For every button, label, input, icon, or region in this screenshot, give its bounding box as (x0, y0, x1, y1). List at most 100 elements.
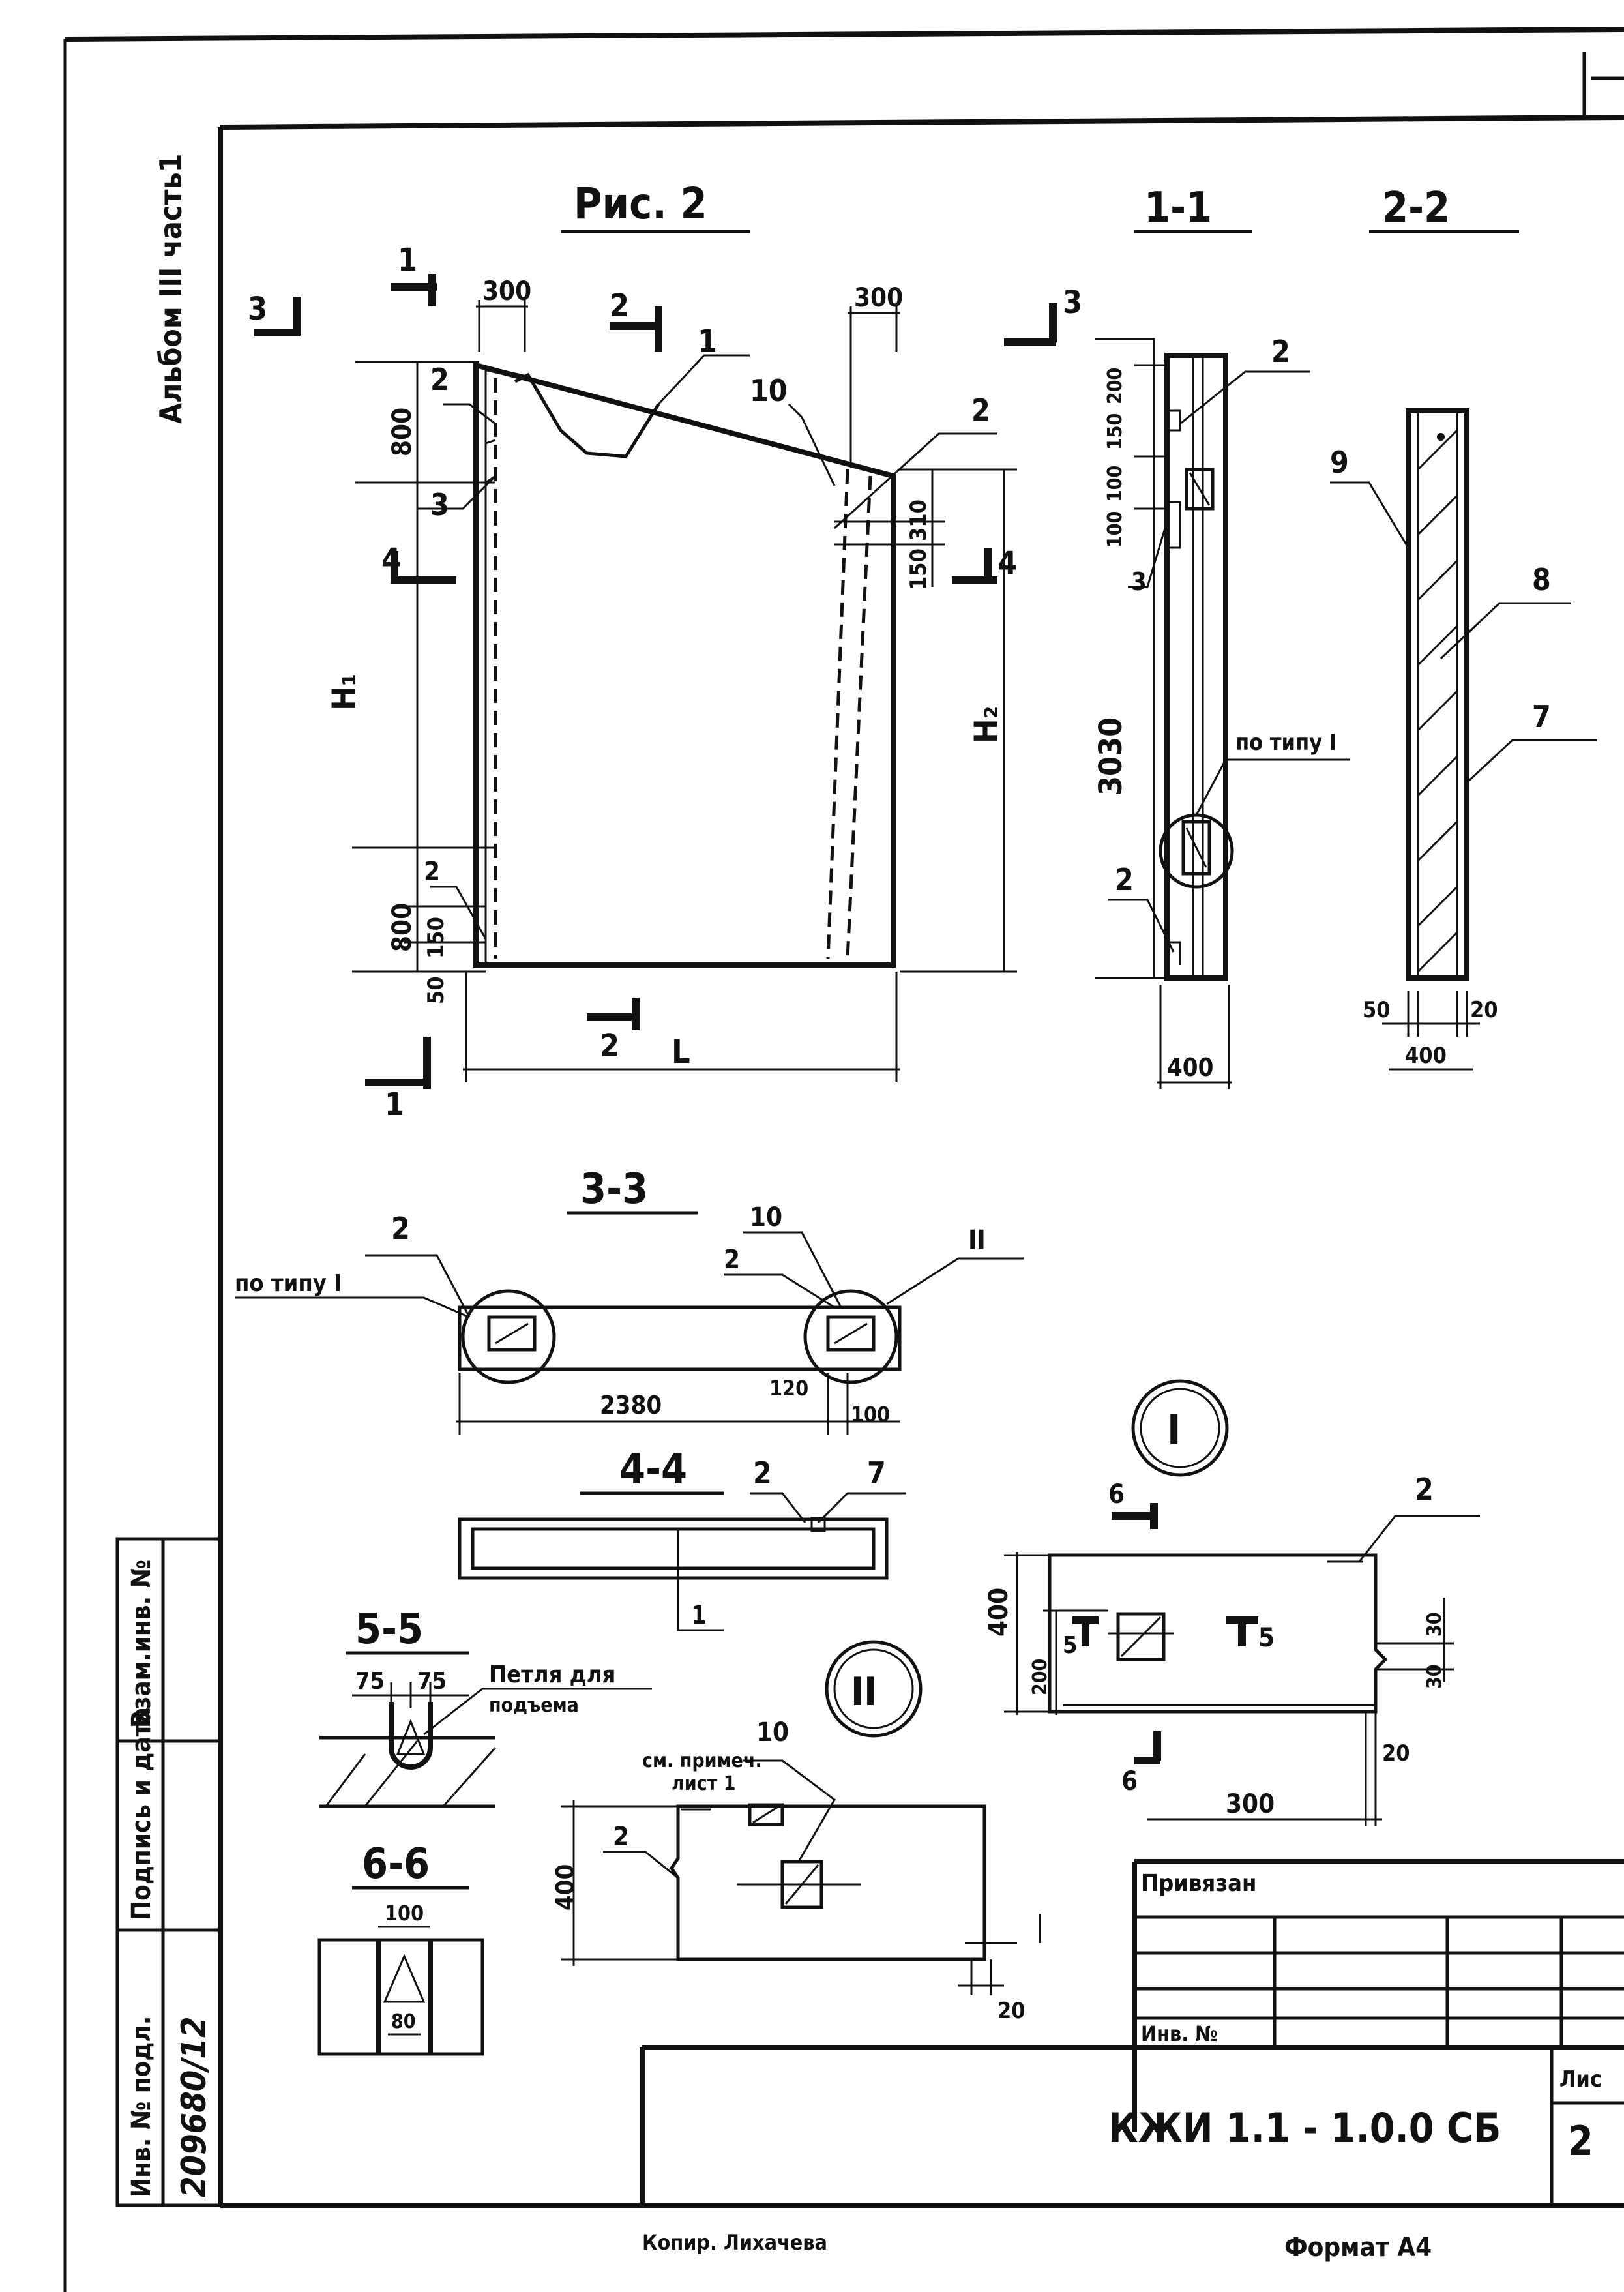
s33-note-left: по типу I (235, 1270, 342, 1297)
dim-h2: H₂ (967, 706, 1005, 743)
s55-dim-75b: 75 (417, 1668, 447, 1695)
side-stamp-col1: Инв. № подл. (126, 2016, 156, 2197)
s11-label-3: 3 (1131, 567, 1147, 596)
album-label: Альбом III часть1 (153, 154, 188, 424)
s22-dim-20: 20 (1470, 997, 1498, 1023)
section-1-1: 1-1 200 150 100 100 3030 400 2 2 3 по ти… (1093, 184, 1350, 1089)
detail-II-mark: II (851, 1669, 877, 1715)
s22-label-7: 7 (1532, 699, 1551, 734)
label-10: 10 (750, 373, 788, 408)
mark-4-left: 4 (381, 542, 401, 578)
s55-note-line2: подъема (489, 1694, 579, 1717)
detail-I-sec-6-top: 6 (1108, 1480, 1125, 1510)
s11-dim-3030: 3030 (1093, 717, 1129, 796)
section-5-5: 5-5 75 75 Петля для подъема (319, 1605, 652, 1808)
side-stamp-col2: Подпись и дата (126, 1707, 156, 1920)
detail-I-dim-30b: 30 (1423, 1664, 1446, 1689)
s55-dim-75a: 75 (355, 1668, 385, 1695)
detail-II-note-line2: лист 1 (672, 1772, 736, 1795)
title-block-sheet-no: 2 (1568, 2117, 1593, 2165)
detail-I-dim-30a: 30 (1423, 1612, 1446, 1637)
detail-I-sec-5-right: 5 (1258, 1623, 1275, 1653)
figure-title: Рис. 2 (574, 179, 707, 229)
s33-label-10: 10 (750, 1202, 782, 1232)
section-2-2: 2-2 9 8 7 50 20 400 (1330, 184, 1597, 1071)
s11-dim-100a: 100 (1104, 466, 1127, 502)
label-3: 3 (430, 487, 449, 522)
s11-label-2-top: 2 (1271, 334, 1290, 369)
label-2-bottom: 2 (424, 857, 440, 887)
dim-right-310: 310 (906, 499, 932, 541)
title-block-privyazan: Привязан (1141, 1870, 1256, 1897)
s11-dim-100b: 100 (1104, 511, 1127, 548)
section-4-4: 4-4 1 2 7 (458, 1446, 906, 1631)
detail-I-sec-5-left: 5 (1063, 1632, 1078, 1659)
s33-dim-120: 120 (769, 1376, 808, 1401)
dim-left-bottom: 800 (387, 903, 417, 952)
s11-label-2-bottom: 2 (1115, 862, 1134, 897)
detail-I-mark: I (1167, 1406, 1181, 1455)
s44-label-1: 1 (691, 1601, 707, 1630)
s33-dim-2380: 2380 (600, 1391, 662, 1420)
dim-top-left: 300 (482, 276, 531, 306)
dim-left-150: 150 (423, 917, 449, 959)
dim-left-50: 50 (423, 976, 449, 1004)
detail-I-dim-400: 400 (984, 1588, 1014, 1637)
title-block-inv: Инв. № (1141, 2021, 1218, 2046)
detail-II: II 400 20 10 см. примеч. лист 1 2 (551, 1640, 1041, 2024)
label-2-right: 2 (971, 393, 990, 428)
section-6-6-title: 6-6 (362, 1840, 430, 1888)
s22-dim-50: 50 (1363, 997, 1391, 1023)
s66-dim-100: 100 (385, 1901, 424, 1926)
detail-II-label-10: 10 (756, 1718, 789, 1748)
dim-l: L (672, 1033, 690, 1071)
s11-dim-150: 150 (1104, 413, 1127, 450)
detail-II-dim-400: 400 (551, 1864, 580, 1911)
s22-dim-400: 400 (1405, 1043, 1447, 1069)
detail-II-label-2: 2 (613, 1822, 629, 1852)
s33-note-right: II (968, 1225, 986, 1255)
detail-I-dim-20: 20 (1382, 1740, 1410, 1766)
mark-2-top: 2 (610, 288, 629, 324)
detail-II-dim-20: 20 (997, 1998, 1026, 2024)
dim-h1: H₁ (325, 674, 363, 711)
side-stamp-col3: Взам.инв. № (126, 1560, 156, 1728)
s44-label-2: 2 (753, 1455, 772, 1491)
section-4-4-title: 4-4 (619, 1446, 687, 1494)
mark-3-left: 3 (248, 291, 267, 327)
detail-I-label-2: 2 (1415, 1472, 1434, 1507)
s33-label-2-left: 2 (391, 1211, 410, 1246)
section-5-5-title: 5-5 (355, 1605, 423, 1654)
s33-label-2-mid: 2 (724, 1245, 740, 1275)
detail-II-note-line1: см. примеч. (642, 1749, 762, 1772)
section-3-3: 3-3 2380 120 100 2 по типу I 2 10 II (235, 1165, 1024, 1435)
label-1: 1 (698, 323, 717, 360)
s11-dim-200: 200 (1104, 368, 1127, 404)
section-1-1-title: 1-1 (1144, 184, 1212, 232)
footer-format: Формат А4 (1284, 2233, 1432, 2263)
mark-2-bottom: 2 (600, 1028, 619, 1064)
s33-dim-100: 100 (851, 1402, 890, 1427)
dim-left-top: 800 (387, 408, 417, 456)
mark-3-right: 3 (1063, 284, 1082, 321)
s55-note-line1: Петля для (489, 1661, 615, 1688)
label-2-top: 2 (430, 362, 449, 397)
s44-label-7: 7 (867, 1455, 886, 1491)
mark-4-right: 4 (997, 545, 1017, 582)
title-block: Привязан Инв. № КЖИ 1.1 - 1.0.0 СБ Лис 2 (640, 1859, 1624, 2205)
dim-right-150: 150 (906, 548, 932, 590)
section-6-6: 6-6 100 80 (317, 1840, 484, 2056)
mark-1-top: 1 (398, 242, 417, 278)
main-view: 300 300 800 800 150 50 H₁ H₂ 310 150 L 1… (325, 276, 1017, 1082)
footer-copy: Копир. Лихачева (642, 2230, 827, 2255)
dim-top-right: 300 (854, 283, 903, 313)
detail-I: I 2 400 200 6 6 5 5 30 30 300 20 (984, 1379, 1480, 1826)
title-block-sheet-label: Лис (1559, 2066, 1602, 2092)
title-block-code: КЖИ 1.1 - 1.0.0 СБ (1108, 2104, 1501, 2152)
section-2-2-title: 2-2 (1382, 184, 1450, 232)
detail-I-sec-6-bottom: 6 (1121, 1766, 1138, 1796)
section-3-3-title: 3-3 (580, 1165, 648, 1213)
s22-label-9: 9 (1330, 445, 1349, 480)
mark-1-bottom: 1 (385, 1086, 404, 1123)
